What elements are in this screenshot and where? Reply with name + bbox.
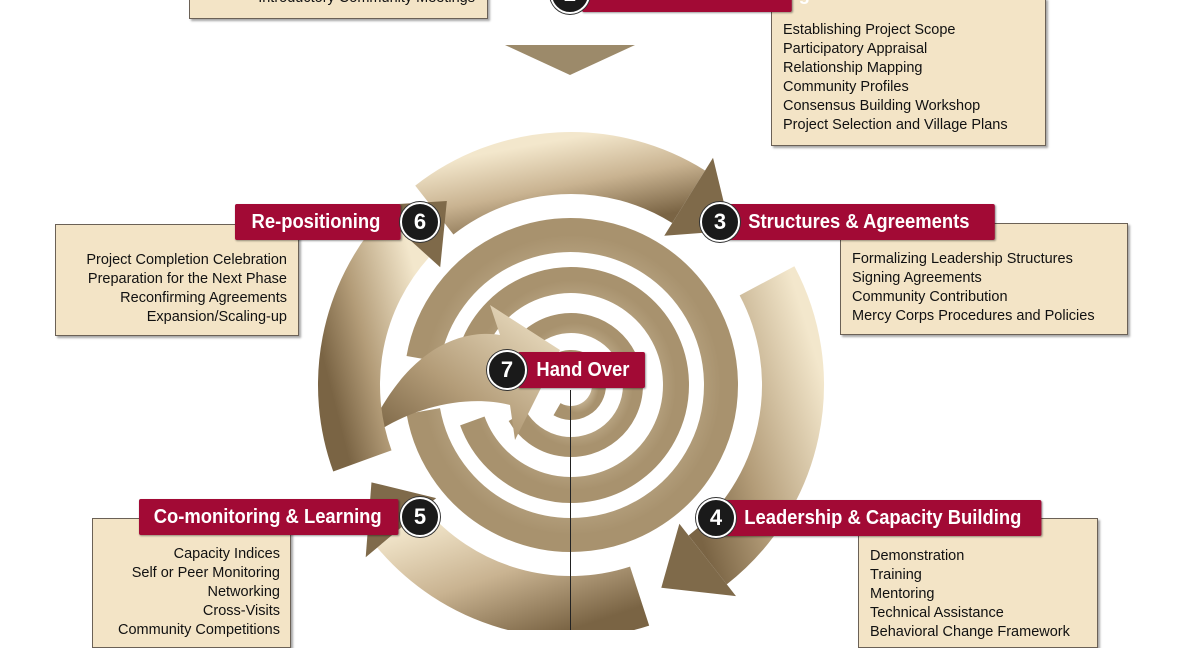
step-5-box: Capacity Indices Self or Peer Monitoring… [92, 518, 291, 648]
step-2-label: Assessment & Planning [582, 0, 810, 12]
step-6-label: Re-positioning [235, 204, 401, 240]
inner-spiral-ring [460, 267, 689, 503]
down-arrow-icon [505, 45, 635, 75]
step-4-item: Mentoring [870, 586, 935, 602]
step-6-item: Expansion/Scaling-up [146, 309, 287, 325]
step-4-item: Training [870, 567, 922, 583]
step-2-item: Consensus Building Workshop [783, 98, 981, 114]
step-3-item: Mercy Corps Procedures and Policies [852, 308, 1095, 324]
step-7-label: Hand Over [518, 352, 645, 388]
step-2-item: Participatory Appraisal [783, 41, 928, 57]
step-3-item: Signing Agreements [852, 270, 982, 286]
step-5-item: Networking [207, 584, 280, 600]
step-1-box: Introductory Community Meetings [189, 0, 488, 19]
step-7-number: 7 [487, 350, 527, 390]
step-2-box: Establishing Project Scope Participatory… [771, 0, 1046, 146]
step-4-item: Demonstration [870, 548, 965, 564]
step-6-item: Reconfirming Agreements [120, 290, 287, 306]
step-6-number: 6 [400, 202, 440, 242]
step-4-label: Leadership & Capacity Building [724, 500, 1042, 536]
step-4-number: 4 [696, 498, 736, 538]
step-4-item: Technical Assistance [870, 605, 1004, 621]
step-3-item: Community Contribution [852, 289, 1008, 305]
cycle-arrow-segment [377, 507, 650, 630]
step-3-item: Formalizing Leadership Structures [852, 251, 1073, 267]
step-5-item: Capacity Indices [173, 546, 280, 562]
step-2-item: Establishing Project Scope [783, 22, 956, 38]
divider-line [570, 390, 571, 630]
step-1-item: Introductory Community Meetings [202, 0, 475, 8]
step-2-item: Community Profiles [783, 79, 909, 95]
step-6-item: Project Completion Celebration [86, 252, 287, 268]
step-2-item: Project Selection and Village Plans [783, 117, 1008, 133]
step-5-label: Co-monitoring & Learning [139, 499, 399, 535]
cycle-arrow-segment [415, 132, 706, 235]
cycle-arrowhead-icon [661, 523, 736, 597]
step-5-item: Self or Peer Monitoring [131, 565, 280, 581]
step-6-box: Project Completion Celebration Preparati… [55, 224, 299, 336]
step-6-item: Preparation for the Next Phase [87, 271, 287, 287]
step-4-box: Demonstration Training Mentoring Technic… [858, 518, 1098, 648]
step-5-item: Community Competitions [118, 622, 280, 638]
step-3-label: Structures & Agreements [728, 204, 995, 240]
step-3-number: 3 [700, 202, 740, 242]
center-arrow [380, 305, 560, 440]
step-2-item: Relationship Mapping [783, 60, 923, 76]
step-5-number: 5 [400, 497, 440, 537]
cycle-arrow-segment [318, 215, 430, 472]
step-4-item: Behavioral Change Framework [870, 624, 1070, 640]
step-5-item: Cross-Visits [202, 603, 280, 619]
inner-spiral-ring [406, 218, 738, 552]
